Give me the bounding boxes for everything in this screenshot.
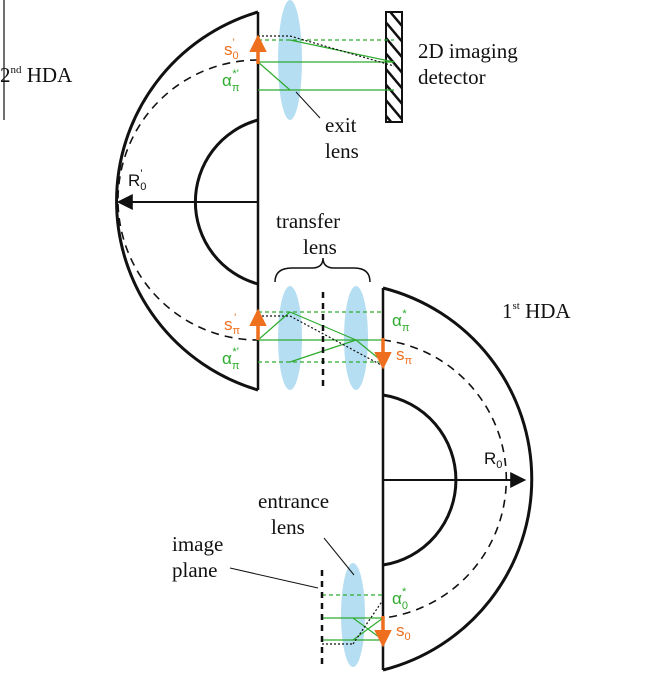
image-plane-leader xyxy=(229,567,319,589)
transfer-lens-label-line2: lens xyxy=(303,235,337,259)
spi-symbol: sπ xyxy=(396,345,413,367)
exit-lens-leader xyxy=(295,91,321,119)
imaging-detector xyxy=(385,11,403,123)
alpha-pi-star-right: απ* xyxy=(392,308,410,334)
transfer-lens-right xyxy=(344,286,368,390)
hda1-label: 1st HDA xyxy=(502,299,571,323)
alpha-pi-star-prime-mid: απ*' xyxy=(222,346,240,372)
s0-symbol: s0 xyxy=(396,621,411,643)
r0-symbol: R0 xyxy=(484,449,502,471)
entrance-lens-label-line2: lens xyxy=(271,515,305,539)
spiprime-symbol: sπ' xyxy=(224,312,241,337)
hda1-outer-arc xyxy=(382,286,534,672)
hda2-label: 2nd HDA xyxy=(0,63,73,87)
exit-lens xyxy=(278,0,302,120)
hda1-hemisphere xyxy=(381,286,534,672)
image-plane-label-line1: image xyxy=(172,532,223,556)
exit-lens-label-line2: lens xyxy=(325,139,359,163)
transfer-lens-label-line1: transfer xyxy=(276,209,340,233)
alpha-0-star: α0* xyxy=(392,586,408,612)
entrance-lens xyxy=(341,563,365,667)
exit-lens-label-line1: exit xyxy=(325,113,357,137)
s0prime-symbol: s0' xyxy=(224,37,239,62)
transfer-lens-left xyxy=(278,286,302,390)
entrance-lens-leader xyxy=(323,537,355,576)
hda2-outer-arc xyxy=(115,10,259,392)
detector-label-line2: detector xyxy=(418,65,486,89)
image-plane-label-line2: plane xyxy=(172,558,217,582)
entrance-lens-label-line1: entrance xyxy=(258,489,329,513)
transfer-brace xyxy=(274,257,371,283)
r0prime-symbol: R0' xyxy=(128,168,146,193)
detector-label-line1: 2D imaging xyxy=(418,39,518,63)
alpha-pi-star-prime-top: απ*' xyxy=(222,68,240,94)
hda2-mean-arc xyxy=(117,59,259,341)
